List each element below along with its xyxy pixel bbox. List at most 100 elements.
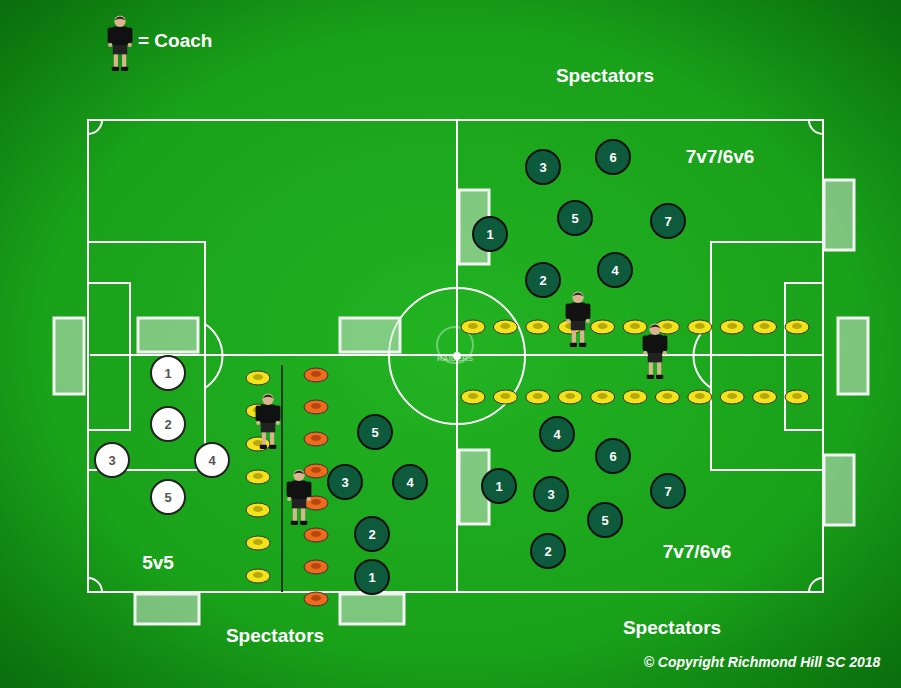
player-number: 4 [553, 427, 560, 442]
player-number: 4 [406, 475, 413, 490]
player-number: 1 [368, 570, 375, 585]
coach-figure [643, 324, 668, 379]
player-number: 5 [371, 425, 378, 440]
player-circle-green: 6 [595, 139, 631, 175]
cone [785, 390, 809, 404]
player-circle-white: 3 [94, 442, 130, 478]
player-circle-green: 1 [354, 559, 390, 595]
player-circle-green: 6 [595, 438, 631, 474]
divider-line [281, 365, 283, 592]
cone [461, 390, 485, 404]
player-circle-green: 2 [525, 262, 561, 298]
player-number: 3 [547, 487, 554, 502]
player-number: 5 [571, 211, 578, 226]
cone [246, 536, 270, 550]
goals [54, 180, 868, 624]
game-format-label: 7v7/6v6 [686, 146, 755, 168]
player-number: 6 [609, 449, 616, 464]
player-circle-green: 5 [357, 414, 393, 450]
coach-figure [566, 292, 591, 347]
cone [304, 560, 328, 574]
player-number: 1 [164, 366, 171, 381]
player-circle-green: 7 [650, 203, 686, 239]
player-number: 4 [611, 263, 618, 278]
cone [526, 320, 550, 334]
cone [688, 390, 712, 404]
cone [720, 320, 744, 334]
player-circle-green: 7 [650, 473, 686, 509]
cone [591, 320, 615, 334]
player-circle-green: 3 [327, 464, 363, 500]
player-circle-green: 3 [525, 149, 561, 185]
cone [246, 470, 270, 484]
cone [558, 390, 582, 404]
player-number: 2 [539, 273, 546, 288]
player-number: 5 [164, 490, 171, 505]
player-number: 4 [208, 453, 215, 468]
player-circle-white: 1 [150, 355, 186, 391]
spectators-label: Spectators [623, 617, 721, 639]
coach-icon [108, 16, 133, 71]
player-number: 7 [664, 214, 671, 229]
cone [304, 528, 328, 542]
cone [753, 390, 777, 404]
player-circle-green: 4 [392, 464, 428, 500]
cone [526, 390, 550, 404]
player-number: 2 [544, 544, 551, 559]
player-number: 3 [539, 160, 546, 175]
player-circle-green: 1 [472, 216, 508, 252]
cone [623, 390, 647, 404]
cone [246, 569, 270, 583]
legend-text: = Coach [138, 30, 212, 52]
player-circle-green: 1 [481, 468, 517, 504]
cone [246, 437, 270, 451]
cones [246, 320, 809, 606]
cone [246, 503, 270, 517]
cone [304, 464, 328, 478]
player-circle-white: 5 [150, 479, 186, 515]
player-number: 1 [495, 479, 502, 494]
cone [461, 320, 485, 334]
player-number: 3 [341, 475, 348, 490]
player-number: 2 [164, 417, 171, 432]
cone [304, 400, 328, 414]
cone [304, 432, 328, 446]
player-number: 5 [601, 513, 608, 528]
cone [304, 592, 328, 606]
cone [493, 390, 517, 404]
cone [623, 320, 647, 334]
player-circle-white: 2 [150, 406, 186, 442]
player-circle-white: 4 [194, 442, 230, 478]
spectators-label: Spectators [226, 625, 324, 647]
player-number: 7 [664, 484, 671, 499]
player-number: 6 [609, 150, 616, 165]
cone [753, 320, 777, 334]
pitch-lines [88, 120, 823, 592]
cone [246, 371, 270, 385]
coach-figure [256, 394, 281, 449]
player-circle-green: 5 [587, 502, 623, 538]
coach-figure [287, 470, 312, 525]
cone [304, 368, 328, 382]
cone [655, 390, 679, 404]
player-circle-green: 2 [354, 516, 390, 552]
cone [785, 320, 809, 334]
player-number: 2 [368, 527, 375, 542]
cone [591, 390, 615, 404]
logo-watermark-text: RAIDERS [437, 354, 473, 363]
player-number: 3 [108, 453, 115, 468]
copyright-note: © Copyright Richmond Hill SC 2018 [644, 654, 881, 670]
spectators-label: Spectators [556, 65, 654, 87]
coaches [108, 16, 668, 525]
cone [720, 390, 744, 404]
player-number: 1 [486, 227, 493, 242]
player-circle-green: 4 [539, 416, 575, 452]
player-circle-green: 3 [533, 476, 569, 512]
game-format-label: 7v7/6v6 [663, 541, 732, 563]
player-circle-green: 2 [530, 533, 566, 569]
player-circle-green: 4 [597, 252, 633, 288]
player-circle-green: 5 [557, 200, 593, 236]
cone [688, 320, 712, 334]
game-format-label: 5v5 [142, 552, 174, 574]
